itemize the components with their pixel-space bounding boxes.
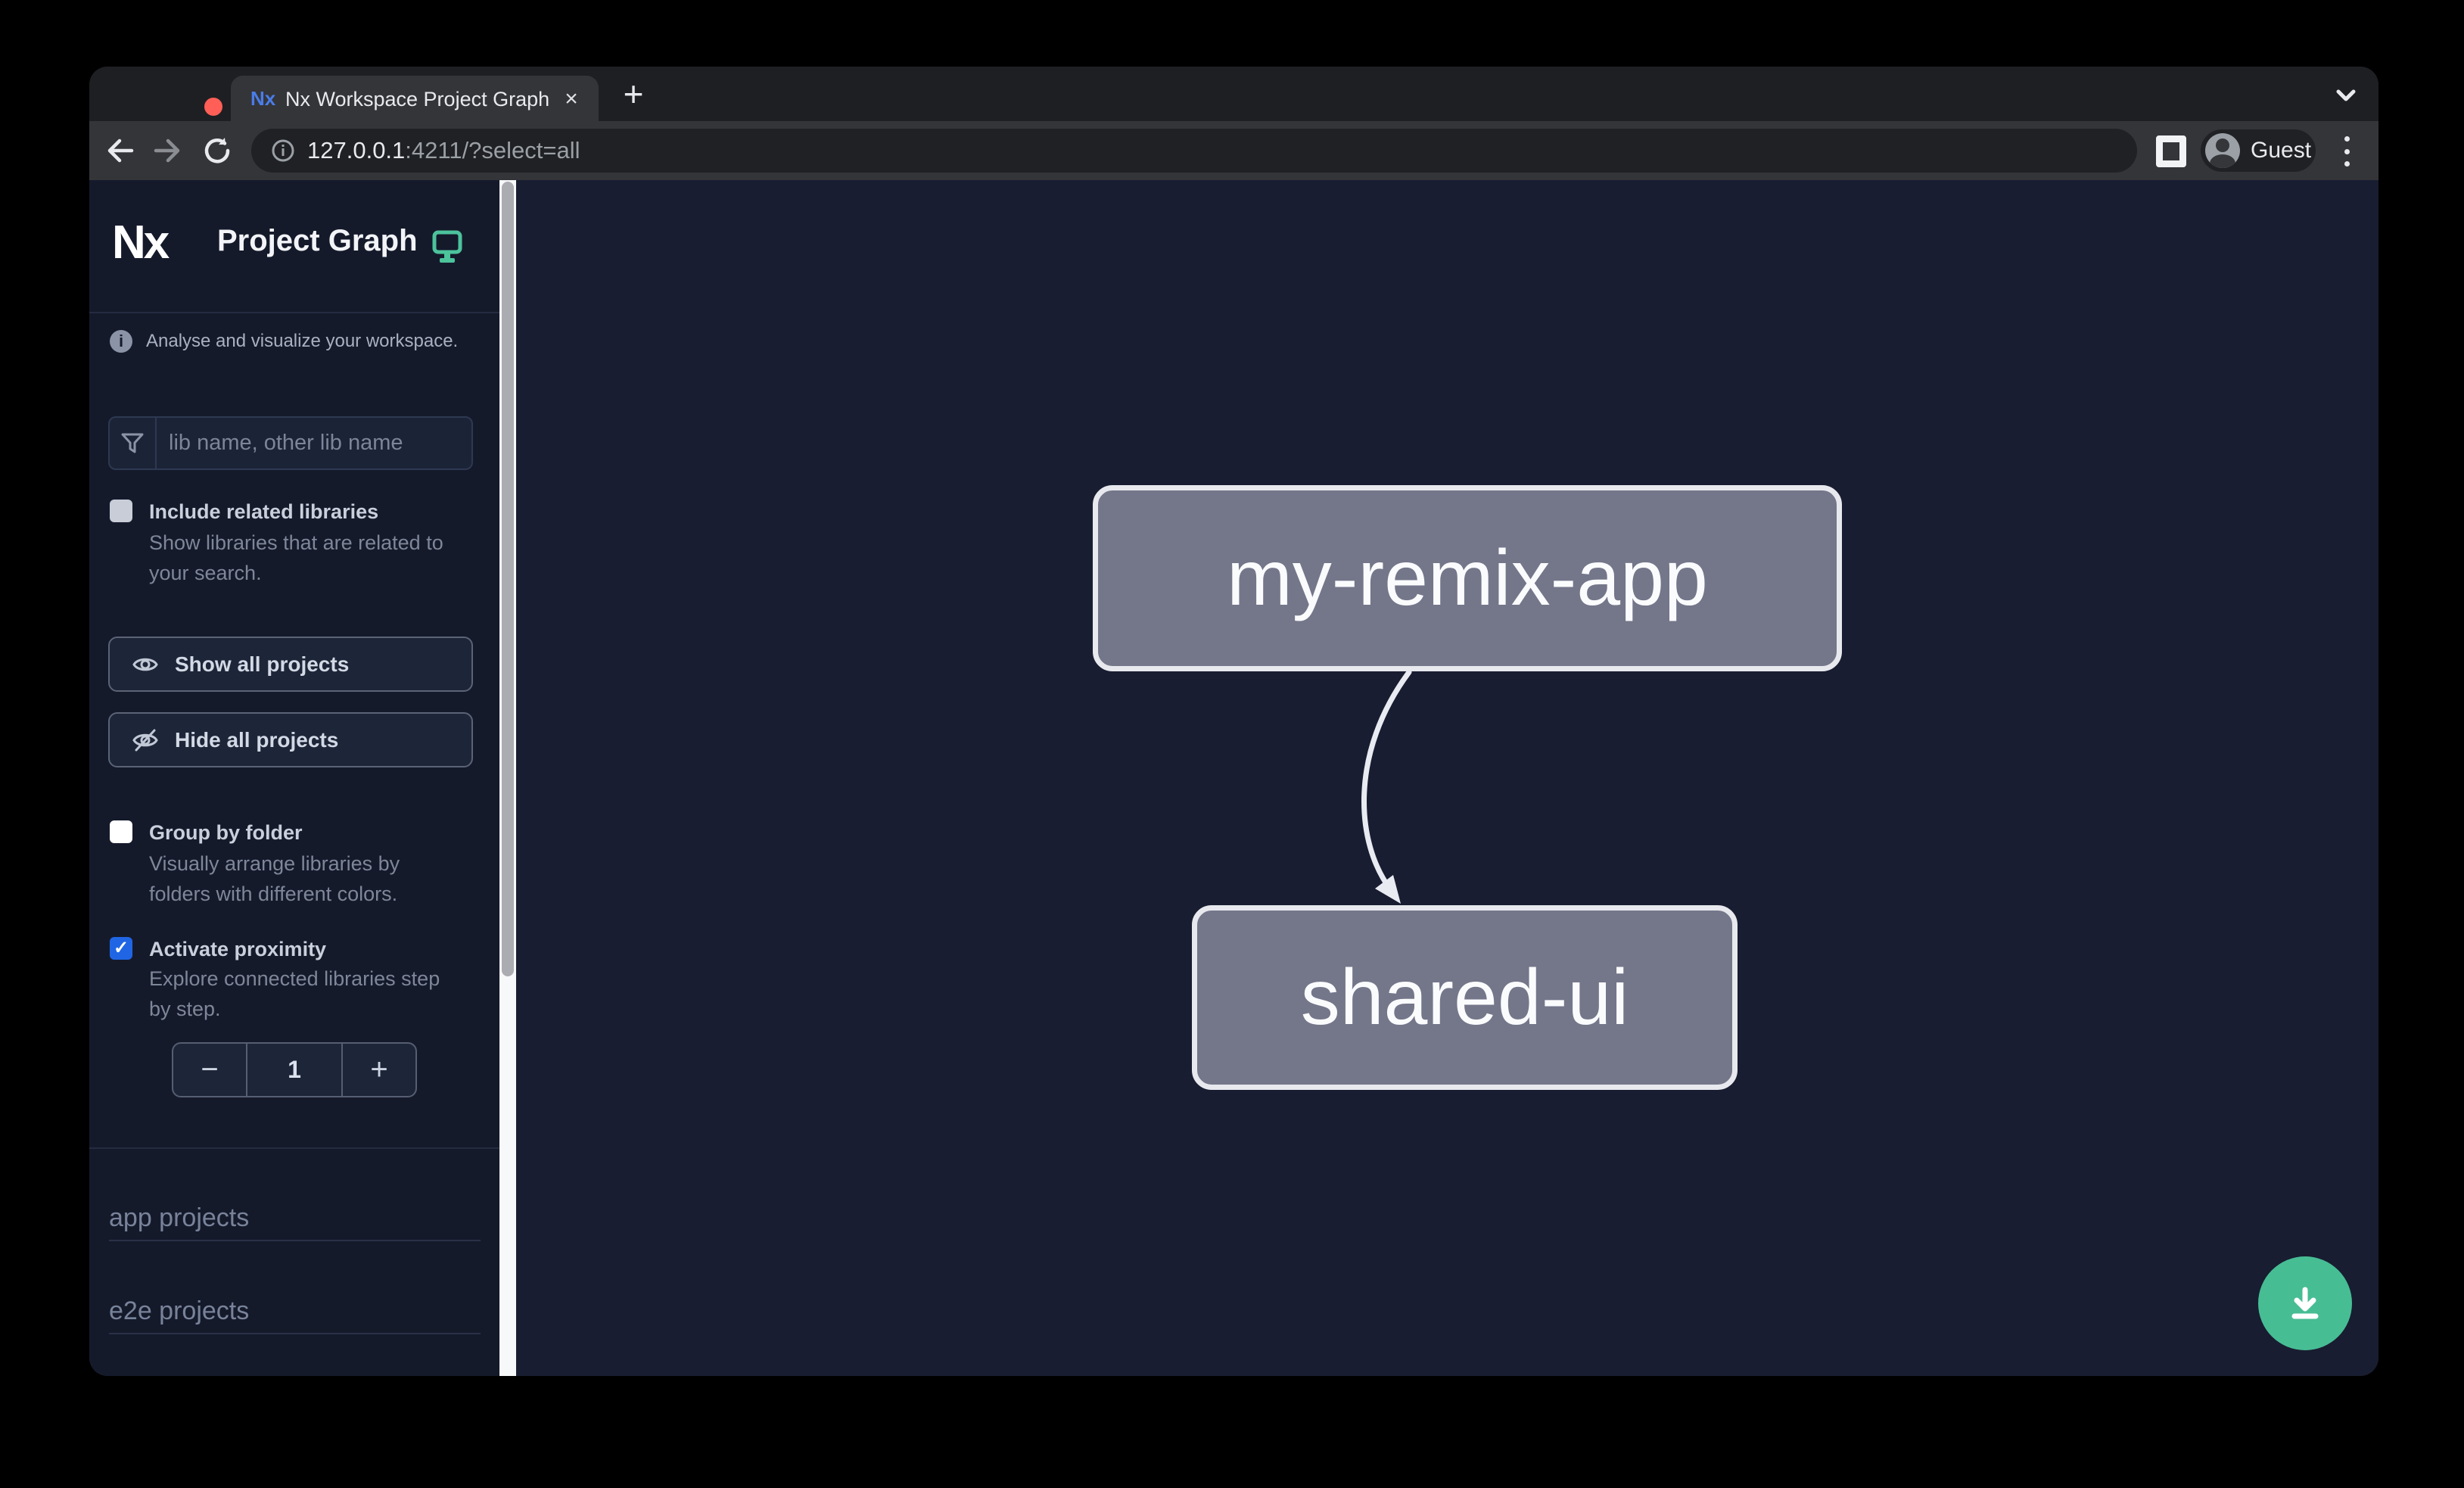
include-related-checkbox[interactable]: [110, 500, 132, 522]
tab-strip: Nx Nx Workspace Project Graph × +: [89, 67, 2378, 121]
proximity-depth-stepper: − 1 +: [172, 1042, 417, 1097]
new-tab-button[interactable]: +: [623, 74, 644, 114]
sections-divider: [89, 1147, 499, 1149]
show-all-projects-label: Show all projects: [175, 652, 350, 676]
group-by-folder-checkbox[interactable]: [110, 820, 132, 843]
sidebar: Nx Project Graph i Analyse and visualize…: [89, 180, 499, 1376]
info-icon: i: [110, 330, 132, 353]
browser-menu-icon[interactable]: [2341, 136, 2353, 167]
increment-button[interactable]: +: [370, 1053, 388, 1086]
url-host: 127.0.0.1: [307, 137, 406, 163]
download-graph-button[interactable]: [2258, 1256, 2352, 1350]
tab-favicon-nx-icon: Nx: [250, 87, 276, 110]
activate-proximity-checkbox[interactable]: ✓: [110, 937, 132, 960]
url-path: :4211/?select=all: [405, 137, 580, 163]
active-tab[interactable]: Nx Nx Workspace Project Graph ×: [231, 76, 599, 121]
section-e2e-projects[interactable]: e2e projects: [109, 1297, 250, 1325]
guest-avatar-icon: [2205, 133, 2240, 168]
section-e2e-divider: [109, 1333, 481, 1334]
eye-off-icon: [132, 729, 158, 751]
site-info-icon[interactable]: [271, 139, 295, 163]
back-icon[interactable]: [104, 136, 135, 165]
hide-all-projects-label: Hide all projects: [175, 727, 339, 752]
nx-logo-icon: Nx: [112, 216, 170, 269]
download-icon: [2291, 1287, 2319, 1319]
browser-window: Nx Nx Workspace Project Graph × +: [89, 67, 2378, 1376]
section-app-divider: [109, 1240, 481, 1241]
url-text: 127.0.0.1:4211/?select=all: [307, 137, 580, 164]
page-title: Project Graph: [217, 224, 418, 257]
close-tab-icon[interactable]: ×: [565, 86, 578, 111]
group-by-folder-description: Visually arrange libraries by folders wi…: [149, 852, 400, 905]
monitor-icon: [432, 230, 462, 265]
reload-icon[interactable]: [203, 136, 233, 165]
section-app-projects[interactable]: app projects: [109, 1203, 250, 1232]
sidebar-scrollbar[interactable]: [499, 180, 516, 1376]
project-graph-canvas[interactable]: my-remix-app shared-ui: [516, 180, 2378, 1376]
group-by-folder-label: Group by folder: [149, 821, 303, 844]
window-content: Nx Project Graph i Analyse and visualize…: [89, 180, 2378, 1376]
search-box: [108, 416, 473, 470]
include-related-label: Include related libraries: [149, 500, 379, 523]
eye-icon: [132, 658, 158, 671]
tab-title: Nx Workspace Project Graph: [285, 88, 550, 111]
side-panel-icon[interactable]: [2156, 135, 2186, 167]
scrollbar-thumb[interactable]: [502, 182, 514, 976]
filter-icon: [110, 418, 157, 469]
close-window-button[interactable]: [204, 98, 222, 116]
hide-all-projects-button[interactable]: Hide all projects: [108, 712, 473, 767]
tagline: Analyse and visualize your workspace.: [146, 331, 459, 351]
forward-icon[interactable]: [153, 136, 183, 165]
proximity-depth-value: 1: [246, 1044, 343, 1096]
profile-name: Guest: [2251, 138, 2312, 163]
show-all-projects-button[interactable]: Show all projects: [108, 637, 473, 692]
include-related-description: Show libraries that are related to your …: [149, 531, 443, 584]
edge-arrowhead-icon: [1375, 875, 1401, 904]
activate-proximity-description: Explore connected libraries step by step…: [149, 967, 440, 1020]
graph-node-shared-ui[interactable]: shared-ui: [1192, 905, 1738, 1090]
activate-proximity-label: Activate proximity: [149, 938, 327, 960]
decrement-button[interactable]: −: [201, 1053, 219, 1086]
header-divider: [89, 312, 499, 313]
dependency-edge[interactable]: [516, 180, 2378, 1376]
tab-list-chevron-down-icon[interactable]: [2326, 82, 2366, 109]
graph-node-my-remix-app[interactable]: my-remix-app: [1093, 485, 1842, 671]
profile-button[interactable]: Guest: [2201, 129, 2316, 172]
address-bar[interactable]: 127.0.0.1:4211/?select=all: [251, 129, 2137, 173]
browser-toolbar: 127.0.0.1:4211/?select=all Guest: [89, 121, 2378, 180]
search-input[interactable]: [157, 431, 471, 456]
